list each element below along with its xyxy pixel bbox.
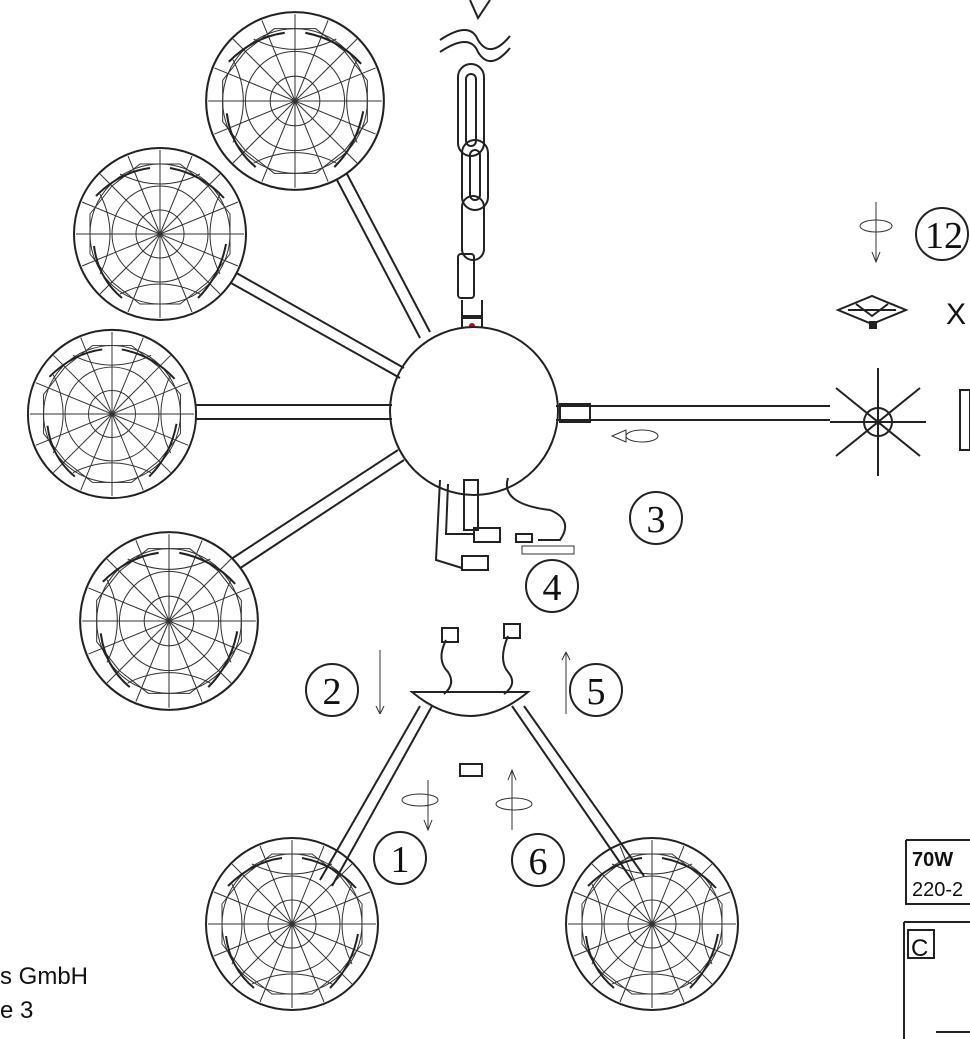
- rating-voltage: 220-2: [912, 879, 963, 901]
- quantity-multiplier: X: [946, 298, 966, 331]
- threaded-connector: [559, 403, 591, 423]
- rating-box: [905, 839, 970, 905]
- step-3-number: 3: [647, 499, 666, 541]
- company-line-1: s GmbH: [0, 963, 88, 990]
- ceiling-canopy: [319, 623, 645, 887]
- crystal-piece-icon: [835, 294, 909, 329]
- globe-bottom-left: [205, 837, 379, 1011]
- direction-arrows: [375, 202, 893, 832]
- step-1-number: 1: [391, 839, 410, 881]
- step-5-number: 5: [587, 671, 606, 713]
- class-label: C: [911, 935, 928, 962]
- globe-lower-left: [79, 531, 259, 711]
- star-connector: [830, 368, 970, 476]
- globe-bottom-right: [565, 837, 739, 1011]
- central-hub: [389, 326, 559, 496]
- step-12-number: 12: [925, 215, 963, 257]
- globe-top-left: [205, 11, 385, 191]
- class-box: [903, 921, 970, 1039]
- step-6-number: 6: [529, 841, 548, 883]
- step-4-number: 4: [543, 567, 562, 609]
- step-2-number: 2: [323, 671, 342, 713]
- step-circles: [305, 207, 969, 887]
- hub-wires: [434, 477, 567, 571]
- rating-watt: 70W: [912, 849, 953, 871]
- globe-left: [26, 328, 198, 500]
- company-line-2: e 3: [0, 997, 33, 1024]
- globe-upper-left: [73, 147, 247, 321]
- hanging-chain: [439, 0, 511, 331]
- small-rectangle-part: [459, 763, 483, 777]
